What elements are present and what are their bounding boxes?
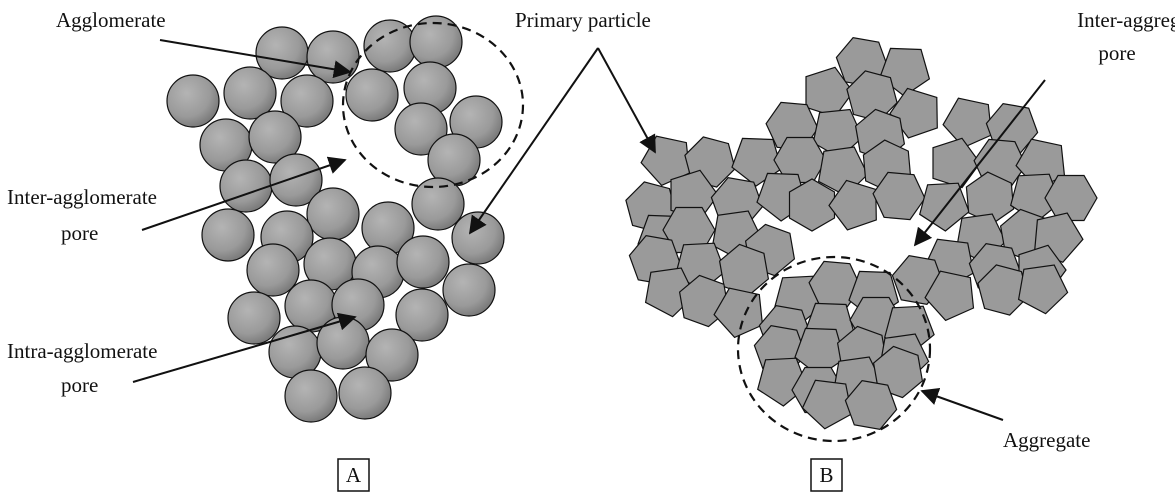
sphere-particle [269, 153, 323, 207]
sphere-particle [280, 74, 334, 128]
panel-b-particles [625, 36, 1098, 431]
panel-a-box: A [337, 458, 370, 492]
sphere-particle [442, 263, 496, 317]
primary-particle-arrow-a [468, 47, 599, 235]
inter-agglomerate-arrow [141, 156, 347, 231]
aggregate-arrow [920, 387, 1004, 421]
sphere-particle [201, 208, 255, 262]
polygon-particle [788, 178, 836, 232]
sphere-particle [451, 211, 505, 265]
polygon-particle [942, 97, 993, 149]
polygon-particle [844, 379, 898, 431]
agglomerate-label: Agglomerate [56, 8, 166, 32]
inter-aggregate-label-line1: Inter-aggregate [1077, 8, 1175, 32]
polygon-particle [801, 379, 853, 430]
sphere-particle [345, 68, 399, 122]
sphere-particle [338, 366, 392, 420]
aggregate-label: Aggregate [1003, 428, 1090, 452]
sphere-particle [396, 235, 450, 289]
leader-lines [132, 39, 1046, 421]
sphere-particle [306, 30, 360, 84]
agglomerate-arrow [159, 39, 352, 79]
polygon-particle [932, 137, 981, 189]
panel-b-box: B [810, 458, 843, 492]
inter-aggregate-arrow [913, 79, 1046, 247]
inter-agglomerate-label-line2: pore [61, 221, 98, 245]
sphere-particle [166, 74, 220, 128]
polygon-particle [924, 270, 975, 322]
primary-particle-arrow-b [597, 47, 656, 154]
inter-aggregate-label-line2: pore [1098, 41, 1135, 65]
polygon-particle [872, 171, 926, 221]
sphere-particle [306, 187, 360, 241]
sphere-particle [284, 369, 338, 423]
polygon-particle [889, 87, 938, 139]
inter-agglomerate-label-line1: Inter-agglomerate [7, 185, 157, 209]
panel-a-particles [166, 15, 505, 423]
sphere-particle [248, 110, 302, 164]
sphere-particle [246, 243, 300, 297]
aggregate-boundary [736, 255, 932, 443]
sphere-particle [316, 316, 370, 370]
agglomerate-boundary [341, 21, 525, 189]
intra-agglomerate-arrow [132, 312, 357, 383]
intra-agglomerate-label-line1: Intra-agglomerate [7, 339, 157, 363]
panel-b-letter: B [819, 463, 833, 487]
sphere-particle [223, 66, 277, 120]
sphere-particle [394, 102, 448, 156]
primary-particle-label: Primary particle [515, 8, 651, 32]
sphere-particle [219, 159, 273, 213]
sphere-particle [227, 291, 281, 345]
panel-a-letter: A [346, 463, 362, 487]
sphere-particle [411, 177, 465, 231]
polygon-particle [1044, 174, 1098, 222]
sphere-particle [365, 328, 419, 382]
polygon-particle [977, 264, 1029, 316]
intra-agglomerate-label-line2: pore [61, 373, 98, 397]
sphere-particle [395, 288, 449, 342]
polygon-particle [1017, 264, 1069, 315]
